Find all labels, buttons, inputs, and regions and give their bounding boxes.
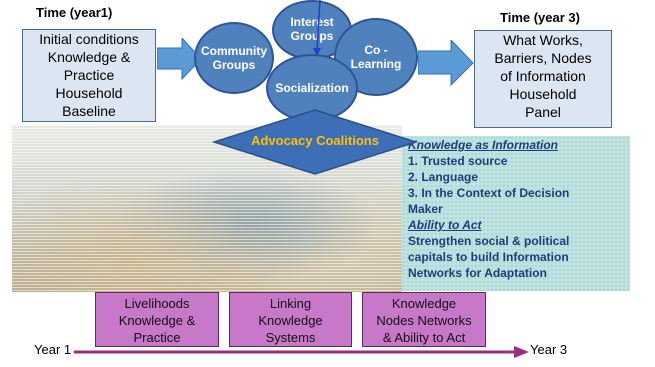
stage-line: Systems	[265, 330, 316, 345]
stage-line: Knowledge &	[118, 313, 196, 328]
knowledge-item: Maker	[408, 202, 443, 216]
time-year1-label: Time (year1)	[36, 5, 113, 20]
left-block-arrow	[157, 38, 202, 80]
stage-line: Livelihoods	[124, 296, 190, 311]
ability-item: capitals to build Information	[408, 250, 569, 264]
stage-line: & Ability to Act	[382, 330, 466, 345]
initial-conditions-line: Baseline	[62, 103, 116, 119]
knowledge-item: 1. Trusted source	[408, 154, 508, 168]
year1-label: Year 1	[34, 342, 72, 357]
interest-label: Groups	[290, 29, 334, 43]
ability-item: Strengthen social & political	[408, 234, 570, 248]
community-label: Groups	[212, 58, 256, 72]
knowledge-heading: Knowledge as Information	[408, 138, 559, 152]
socialization-label: Socialization	[275, 81, 349, 95]
stage-line: Knowledge	[258, 313, 323, 328]
initial-conditions-box: Initial conditions Knowledge & Practice …	[22, 29, 156, 122]
stage-line: Knowledge	[391, 296, 457, 311]
what-works-line: What Works,	[503, 32, 583, 48]
what-works-line: of Information	[500, 68, 586, 84]
stage-linking: Linking Knowledge Systems	[229, 292, 352, 347]
knowledge-info-box: Knowledge as Information 1. Trusted sour…	[402, 136, 630, 291]
advocacy-coalitions-diamond	[212, 109, 418, 175]
knowledge-item: 2. Language	[408, 170, 479, 184]
right-block-arrow	[418, 40, 474, 86]
what-works-line: Panel	[525, 104, 561, 120]
co-learning-label: Co -	[364, 43, 388, 57]
what-works-line: Household	[509, 86, 577, 102]
community-label: Community	[201, 44, 267, 58]
initial-conditions-line: Knowledge &	[47, 49, 131, 65]
interest-label: Interest	[290, 15, 334, 29]
time-year3-label: Time (year 3)	[500, 10, 580, 25]
connector-arrow	[313, 0, 321, 56]
stage-line: Practice	[133, 330, 181, 345]
co-learning-label: Learning	[350, 57, 402, 71]
ability-item: Networks for Adaptation	[408, 266, 547, 280]
stage-livelihoods: Livelihoods Knowledge & Practice	[95, 292, 219, 347]
stage-line: Linking	[269, 296, 312, 311]
stage-line: Nodes Networks	[376, 313, 472, 328]
advocacy-label: Advocacy Coalitions	[251, 133, 379, 148]
initial-conditions-line: Household	[55, 85, 123, 101]
what-works-line: Barriers, Nodes	[494, 50, 592, 66]
initial-conditions-line: Practice	[63, 67, 115, 83]
stage-knowledge-nodes: Knowledge Nodes Networks & Ability to Ac…	[362, 292, 486, 347]
timeline-arrow	[74, 346, 529, 358]
knowledge-item: 3. In the Context of Decision	[408, 186, 570, 200]
year3-label: Year 3	[530, 342, 568, 357]
ability-heading: Ability to Act	[408, 218, 482, 232]
initial-conditions-line: Initial conditions	[39, 31, 139, 47]
what-works-box: What Works, Barriers, Nodes of Informati…	[474, 30, 612, 128]
